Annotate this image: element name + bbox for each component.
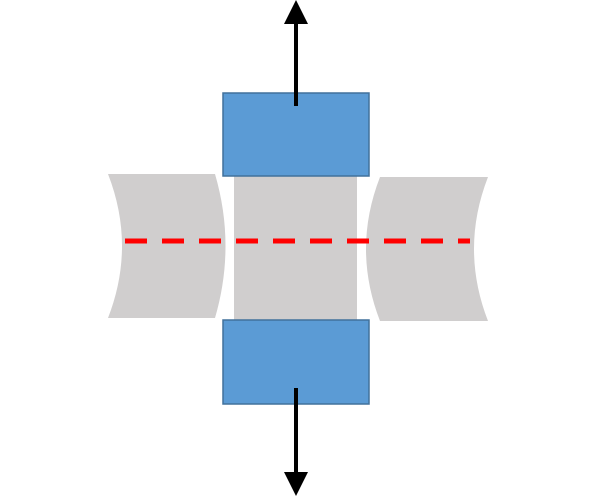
center-specimen [234,176,357,320]
right-specimen [366,177,488,321]
top-grip [222,92,370,177]
left-specimen [108,174,226,318]
